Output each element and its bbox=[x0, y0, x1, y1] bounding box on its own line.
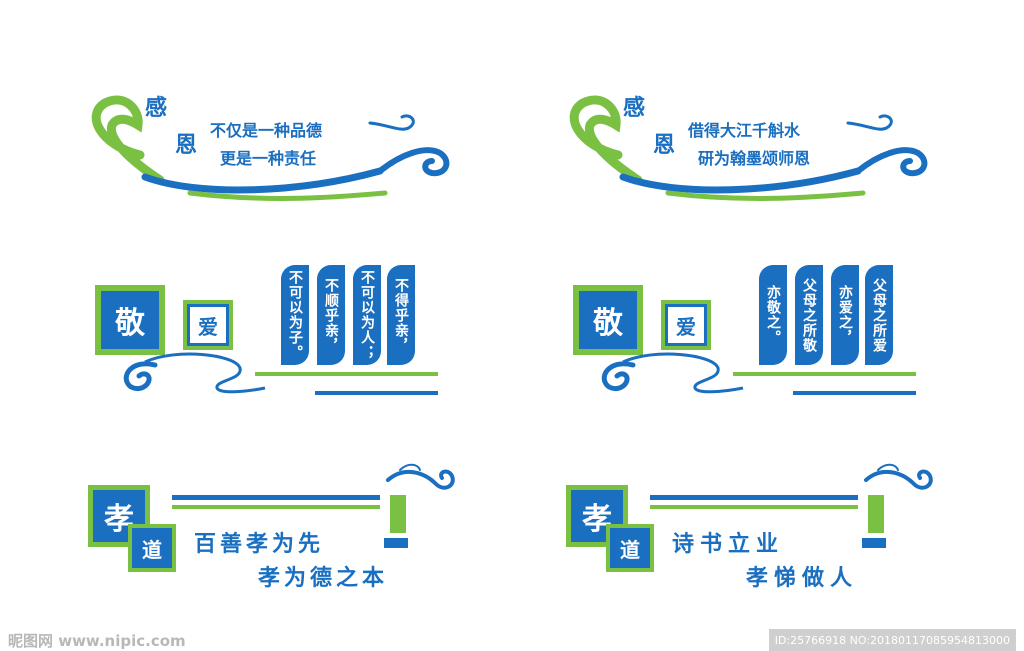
gratitude-line-1: 不仅是一种品德 bbox=[210, 121, 323, 140]
gratitude-char-1: 感 bbox=[145, 96, 168, 121]
filial-line-2: 孝为德之本 bbox=[258, 566, 389, 591]
blue-block bbox=[384, 538, 408, 548]
filial-panel-right: 孝 道 诗书立业 孝悌做人 bbox=[566, 460, 946, 591]
footer-id-bar: ID:25766918 NO:20180117085954813000 bbox=[768, 629, 1016, 651]
filial-box: 孝 bbox=[93, 490, 145, 542]
green-line bbox=[733, 372, 916, 376]
gratitude-line-2: 研为翰墨颂师恩 bbox=[698, 149, 811, 168]
respect-box: 敬 bbox=[579, 291, 637, 349]
cloud-swirl-icon bbox=[386, 463, 455, 490]
gratitude-panel-left: 感 恩 不仅是一种品德 更是一种责任 bbox=[80, 85, 460, 215]
image-id-text: ID:25766918 NO:20180117085954813000 bbox=[774, 633, 1010, 647]
green-line bbox=[172, 505, 380, 509]
gratitude-panel-right: 感 恩 借得大江千斛水 研为翰墨颂师恩 bbox=[558, 85, 938, 215]
heart-outline-icon bbox=[569, 95, 928, 201]
gratitude-line-2: 更是一种责任 bbox=[220, 149, 317, 168]
love-box: 爱 bbox=[187, 304, 229, 346]
cloud-swirl-icon bbox=[864, 463, 933, 490]
respect-panel-left: 敬 爱 不可以为子。 不顺乎亲， 不可以为人； 不得乎亲， bbox=[95, 260, 445, 400]
green-block bbox=[390, 495, 406, 533]
green-line bbox=[255, 372, 438, 376]
way-box: 道 bbox=[610, 528, 650, 568]
cloud-swirl-icon bbox=[601, 352, 744, 394]
verse-bar-1: 亦敬之。 bbox=[759, 265, 787, 365]
verse-bar-4: 不得乎亲， bbox=[387, 265, 415, 365]
blue-line bbox=[650, 495, 858, 500]
filial-line-1: 诗书立业 bbox=[672, 532, 785, 557]
verse-bar-4: 父母之所爱 bbox=[865, 265, 893, 365]
love-box: 爱 bbox=[665, 304, 707, 346]
gratitude-line-1: 借得大江千斛水 bbox=[688, 121, 801, 140]
filial-box: 孝 bbox=[571, 490, 623, 542]
respect-panel-right: 敬 爱 亦敬之。 父母之所敬 亦爱之， 父母之所爱 bbox=[573, 260, 923, 400]
green-line bbox=[650, 505, 858, 509]
blue-line bbox=[172, 495, 380, 500]
respect-box: 敬 bbox=[101, 291, 159, 349]
filial-line-2: 孝悌做人 bbox=[746, 566, 859, 591]
verse-bar-2: 父母之所敬 bbox=[795, 265, 823, 365]
filial-line-1: 百善孝为先 bbox=[194, 532, 325, 557]
cloud-swirl-icon bbox=[377, 147, 450, 177]
heart-outline-icon bbox=[91, 95, 450, 201]
way-box: 道 bbox=[132, 528, 172, 568]
green-block bbox=[868, 495, 884, 533]
verse-bar-2: 不顺乎亲， bbox=[317, 265, 345, 365]
watermark-text: 昵图网 www.nipic.com bbox=[8, 631, 186, 650]
verse-bar-3: 不可以为人； bbox=[353, 265, 381, 365]
filial-panel-left: 孝 道 百善孝为先 孝为德之本 bbox=[88, 460, 468, 591]
gratitude-char-2: 恩 bbox=[653, 133, 676, 158]
blue-line bbox=[793, 391, 916, 395]
verse-bar-1: 不可以为子。 bbox=[281, 265, 309, 365]
verse-bar-3: 亦爱之， bbox=[831, 265, 859, 365]
gratitude-char-1: 感 bbox=[623, 96, 646, 121]
blue-line bbox=[315, 391, 438, 395]
gratitude-char-2: 恩 bbox=[175, 133, 198, 158]
cloud-swirl-icon bbox=[855, 147, 928, 177]
footer-watermark-left: 昵图网 www.nipic.com bbox=[8, 629, 186, 651]
cloud-swirl-icon bbox=[123, 352, 266, 394]
blue-block bbox=[862, 538, 886, 548]
